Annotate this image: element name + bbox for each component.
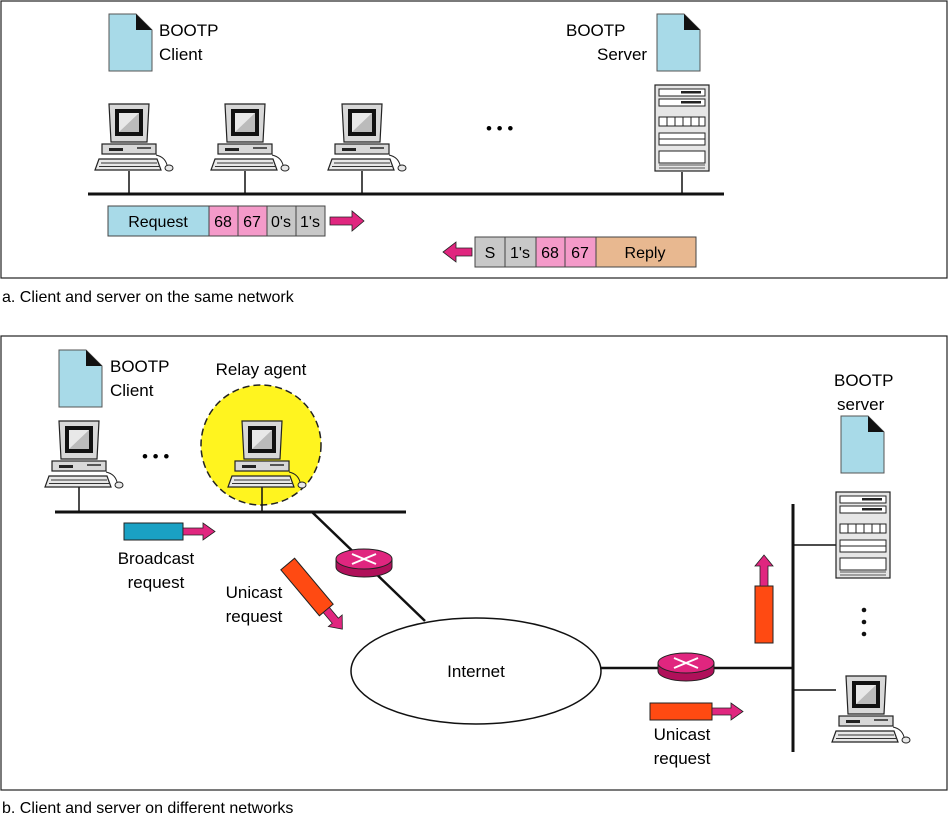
right-arrow-icon <box>329 210 365 232</box>
broadcast-label-line1: Broadcast <box>118 549 195 568</box>
dest-port-text: 67 <box>571 245 589 262</box>
server-label-line1: BOOTP <box>834 371 894 390</box>
server-label-line2: server <box>837 395 885 414</box>
client-label-line1: BOOTP <box>159 21 219 40</box>
computer-icon <box>94 103 174 172</box>
server-icon <box>654 84 710 172</box>
server-document-icon <box>656 13 701 72</box>
panel-b: BOOTP Client Relay agent • • • Broadcast… <box>0 335 948 791</box>
client-document-icon <box>108 13 153 72</box>
computer-icon <box>44 420 124 489</box>
source-port-text: 68 <box>214 214 232 231</box>
request-field-text: Request <box>128 214 188 231</box>
reply-packet: S 1's 68 67 Reply <box>442 236 697 268</box>
request-packet: Request 68 67 0's 1's <box>107 205 365 237</box>
computer-icon <box>831 675 911 744</box>
panel-b-frame <box>0 335 948 791</box>
right-arrow-icon <box>182 522 216 541</box>
left-arrow-icon <box>442 241 473 263</box>
source-address-text: 0's <box>271 214 291 231</box>
reply-field <box>595 236 697 268</box>
router-icon <box>335 548 393 578</box>
server-label-line2: Server <box>597 45 647 64</box>
request-field <box>107 205 210 237</box>
address-field <box>295 205 326 237</box>
vertical-ellipsis <box>861 607 867 637</box>
broadcast-label-line2: request <box>128 573 185 592</box>
dest-port-text: 67 <box>243 214 261 231</box>
right-arrow-icon <box>711 702 744 721</box>
ellipsis: • • • <box>486 119 513 138</box>
internet-cloud <box>350 617 602 725</box>
unicast-packet-diagonal <box>280 557 343 630</box>
unicast-label-bottom-line2: request <box>654 749 711 768</box>
arrow-icon <box>322 606 343 630</box>
unicast-packet-vertical <box>754 585 774 644</box>
ellipsis: • • • <box>142 447 169 466</box>
port-field <box>535 236 566 268</box>
router-icon <box>657 652 715 682</box>
reply-field-text: Reply <box>625 245 666 262</box>
internet-label: Internet <box>447 662 505 681</box>
computer-icon <box>327 103 407 172</box>
dest-address-text: 1's <box>510 245 530 262</box>
client-label-line2: Client <box>110 381 154 400</box>
server-label-line1: BOOTP <box>566 21 626 40</box>
port-field <box>208 205 239 237</box>
relay-agent-label: Relay agent <box>216 360 307 379</box>
up-arrow-icon <box>754 554 774 587</box>
unicast-packet-horizontal <box>649 702 713 721</box>
client-label-line2: Client <box>159 45 203 64</box>
source-address-text: S <box>485 245 496 262</box>
computer-icon <box>210 103 290 172</box>
panel-a-caption: a. Client and server on the same network <box>2 289 295 306</box>
port-field <box>237 205 268 237</box>
panel-a: BOOTP Client BOOTP Server • • • Request … <box>0 0 948 279</box>
panel-a-frame <box>0 0 948 279</box>
unicast-label-left-line1: Unicast <box>226 583 283 602</box>
panel-b-caption: b. Client and server on different networ… <box>2 800 293 817</box>
client-label-line1: BOOTP <box>110 357 170 376</box>
address-field <box>474 236 506 268</box>
broadcast-packet <box>123 522 184 541</box>
client-document-icon <box>58 349 103 408</box>
address-field <box>504 236 537 268</box>
server-icon <box>835 491 891 579</box>
unicast-label-left-line2: request <box>226 607 283 626</box>
unicast-label-bottom-line1: Unicast <box>654 725 711 744</box>
server-document-icon <box>840 415 885 474</box>
dest-address-text: 1's <box>300 214 320 231</box>
source-port-text: 68 <box>541 245 559 262</box>
port-field <box>564 236 597 268</box>
